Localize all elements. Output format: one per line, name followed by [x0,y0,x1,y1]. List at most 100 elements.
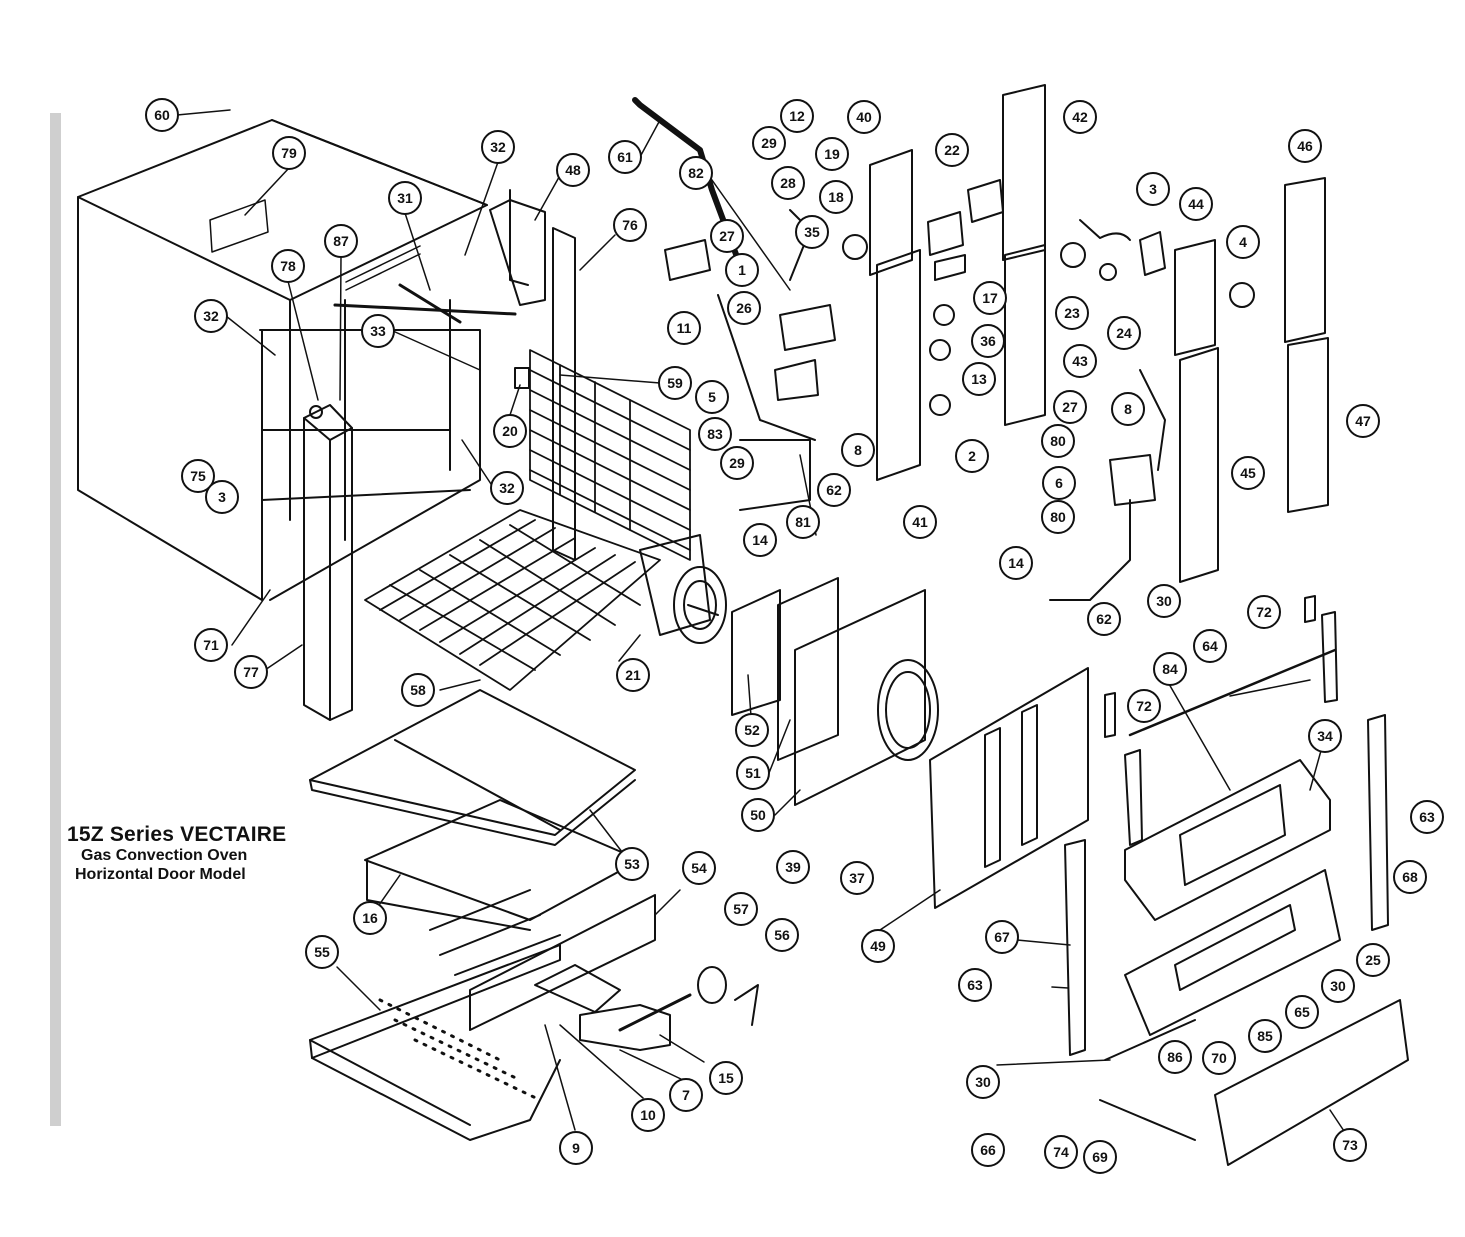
callout-circle [305,935,339,969]
callout-label: 52 [744,722,760,738]
callout-label: 14 [752,532,768,548]
callout-22: 22 [935,133,969,167]
callout-label: 80 [1050,433,1066,449]
callout-label: 32 [203,308,219,324]
callout-circle [361,314,395,348]
callout-label: 16 [362,910,378,926]
callout-label: 59 [667,375,683,391]
callout-label: 29 [761,135,777,151]
callout-circle [481,130,515,164]
callout-circle [658,366,692,400]
callout-70: 70 [1202,1041,1236,1075]
callout-19: 19 [815,137,849,171]
callout-label: 53 [624,856,640,872]
callout-label: 73 [1342,1137,1358,1153]
callout-circle [817,473,851,507]
callout-label: 47 [1355,413,1371,429]
callout-circle [709,1061,743,1095]
callout-66: 66 [971,1133,1005,1167]
callout-label: 85 [1257,1028,1273,1044]
callout-label: 81 [795,514,811,530]
pilot-valve [1049,369,1166,601]
callout-label: 1 [738,262,746,278]
callout-circle [1410,800,1444,834]
callout-label: 64 [1202,638,1218,654]
callout-circle [181,459,215,493]
callout-label: 27 [1062,399,1078,415]
callout-30a: 30 [1147,584,1181,618]
callout-12: 12 [780,99,814,133]
callout-label: 5 [708,389,716,405]
callout-circle [1202,1041,1236,1075]
callout-circle [1107,316,1141,350]
callout-label: 37 [849,870,865,886]
callout-21: 21 [616,658,650,692]
callout-67: 67 [985,920,1019,954]
callout-14a: 14 [743,523,777,557]
callout-46: 46 [1288,129,1322,163]
callout-83: 83 [698,417,732,451]
callout-80b: 80 [1041,500,1075,534]
callout-circle [971,324,1005,358]
callout-25: 25 [1356,943,1390,977]
callout-circle [771,166,805,200]
callout-52: 52 [735,713,769,747]
callout-circle [735,713,769,747]
callout-label: 65 [1294,1004,1310,1020]
callout-label: 4 [1239,234,1247,250]
callout-label: 9 [572,1140,580,1156]
callout-circle [955,439,989,473]
callout-label: 70 [1211,1050,1227,1066]
callout-14b: 14 [999,546,1033,580]
callout-label: 87 [333,233,349,249]
callout-68: 68 [1393,860,1427,894]
callout-label: 21 [625,667,641,683]
callout-label: 3 [1149,181,1157,197]
callout-18: 18 [819,180,853,214]
callout-circle [861,929,895,963]
callout-circle [720,446,754,480]
callout-circle [795,215,829,249]
callout-label: 26 [736,300,752,316]
callout-circle [1041,500,1075,534]
callout-label: 17 [982,290,998,306]
callout-circle [272,136,306,170]
callout-label: 22 [944,142,960,158]
callout-label: 57 [733,901,749,917]
callout-2: 2 [955,439,989,473]
callout-label: 58 [410,682,426,698]
callout-circle [1226,225,1260,259]
callout-circle [1356,943,1390,977]
callout-circle [616,658,650,692]
callout-circle [815,137,849,171]
callout-label: 86 [1167,1049,1183,1065]
callout-label: 33 [370,323,386,339]
callout-label: 8 [854,442,862,458]
sidebar-rule [50,113,61,1126]
callout-label: 40 [856,109,872,125]
callout-label: 19 [824,146,840,162]
callout-circle [1153,652,1187,686]
callout-circle [1087,602,1121,636]
callout-circle [698,417,732,451]
callout-circle [613,208,647,242]
callout-circle [667,311,701,345]
callout-label: 31 [397,190,413,206]
callout-circle [1193,629,1227,663]
callout-circle [724,892,758,926]
callout-circle [743,523,777,557]
callout-circle [710,219,744,253]
callout-label: 32 [490,139,506,155]
callout-circle [388,181,422,215]
callout-label: 83 [707,426,723,442]
callout-label: 55 [314,944,330,960]
callout-35: 35 [795,215,829,249]
callout-55: 55 [305,935,339,969]
callout-16: 16 [353,901,387,935]
callout-label: 75 [190,468,206,484]
callout-circle [401,673,435,707]
callout-circle [324,224,358,258]
callout-circle [1231,456,1265,490]
caption-series: 15Z Series VECTAIRE [67,823,287,846]
callout-64: 64 [1193,629,1227,663]
